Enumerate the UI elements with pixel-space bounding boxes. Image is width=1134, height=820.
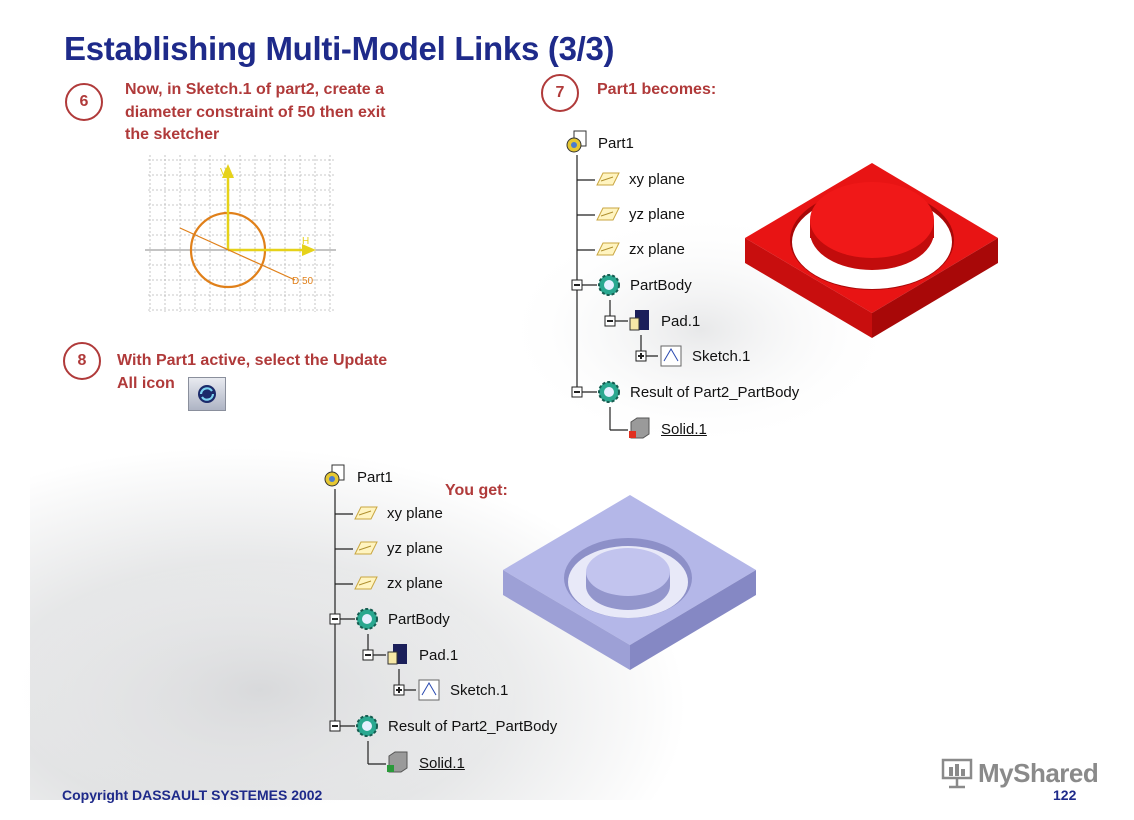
part-icon: [566, 130, 587, 153]
step-6-text: Now, in Sketch.1 of part2, create a diam…: [125, 79, 386, 147]
blue-part-render: [503, 495, 756, 670]
plane-icon: [354, 576, 378, 590]
footer-copyright: Copyright DASSAULT SYSTEMES 2002: [62, 787, 323, 803]
sketch-icon: [418, 679, 440, 701]
step-6-line-3: the sketcher: [125, 126, 220, 143]
sketch-grid-diagram: V H D 50: [140, 150, 340, 315]
tree-pad[interactable]: Pad.1: [419, 647, 459, 664]
step-8-badge: 8: [63, 342, 101, 380]
step-8-text: With Part1 active, select the Update All…: [117, 350, 387, 395]
spec-tree-after: Part1 xy plane yz plane zx plane PartBod…: [320, 459, 580, 779]
plane-icon: [596, 172, 620, 186]
tree-partbody[interactable]: PartBody: [630, 277, 692, 294]
spec-tree-before: Part1 xy plane yz plane zx plane PartBod…: [560, 125, 820, 445]
watermark-text: MyShared: [978, 757, 1099, 788]
red-part-render: [745, 163, 998, 338]
you-get-label: You get:: [445, 482, 508, 499]
tree-result[interactable]: Result of Part2_PartBody: [388, 718, 558, 735]
step-7-text: Part1 becomes:: [597, 81, 717, 98]
tree-plane-xy[interactable]: xy plane: [387, 505, 443, 522]
watermark-logo: MyShared: [940, 757, 1099, 789]
sketch-icon: [660, 345, 682, 367]
body-gear-icon: [356, 715, 378, 737]
step-7-badge: 7: [541, 74, 579, 112]
tree-plane-xy[interactable]: xy plane: [629, 171, 685, 188]
presentation-board-icon: [941, 758, 973, 789]
plane-icon: [596, 242, 620, 256]
tree-plane-zx[interactable]: zx plane: [629, 241, 685, 258]
tree-pad[interactable]: Pad.1: [661, 313, 701, 330]
solid-icon: [629, 417, 650, 439]
body-gear-icon: [598, 381, 620, 403]
tree-root-label[interactable]: Part1: [598, 135, 634, 152]
tree-solid[interactable]: Solid.1: [419, 755, 465, 772]
tree-plane-yz[interactable]: yz plane: [387, 540, 443, 557]
part-icon: [324, 464, 345, 487]
body-gear-icon: [356, 608, 378, 630]
step-8-line-2: All icon: [117, 374, 175, 392]
step-6-line-1: Now, in Sketch.1 of part2, create a: [125, 81, 385, 98]
solid-icon: [387, 751, 408, 773]
step-8-line-1: With Part1 active, select the Update: [117, 352, 388, 369]
page-number: 122: [1053, 787, 1077, 803]
tree-solid[interactable]: Solid.1: [661, 421, 707, 438]
pad-icon: [387, 644, 407, 665]
tree-partbody[interactable]: PartBody: [388, 611, 450, 628]
pad-icon: [629, 310, 649, 331]
tree-sketch[interactable]: Sketch.1: [450, 682, 509, 699]
tree-plane-zx[interactable]: zx plane: [387, 575, 443, 592]
tree-root-label[interactable]: Part1: [357, 469, 393, 486]
update-all-icon[interactable]: [188, 377, 226, 411]
sketch-dimension-label: D 50: [292, 276, 314, 287]
tree-sketch[interactable]: Sketch.1: [692, 348, 751, 365]
sketch-h-label: H: [302, 236, 309, 247]
step-6-line-2: diameter constraint of 50 then exit: [125, 103, 386, 121]
tree-plane-yz[interactable]: yz plane: [629, 206, 685, 223]
sketch-v-label: V: [220, 167, 227, 178]
body-gear-icon: [598, 274, 620, 296]
plane-icon: [596, 207, 620, 221]
plane-icon: [354, 541, 378, 555]
step-6-badge: 6: [65, 83, 103, 121]
slide-title: Establishing Multi-Model Links (3/3): [64, 30, 615, 67]
tree-result[interactable]: Result of Part2_PartBody: [630, 384, 800, 401]
plane-icon: [354, 506, 378, 520]
